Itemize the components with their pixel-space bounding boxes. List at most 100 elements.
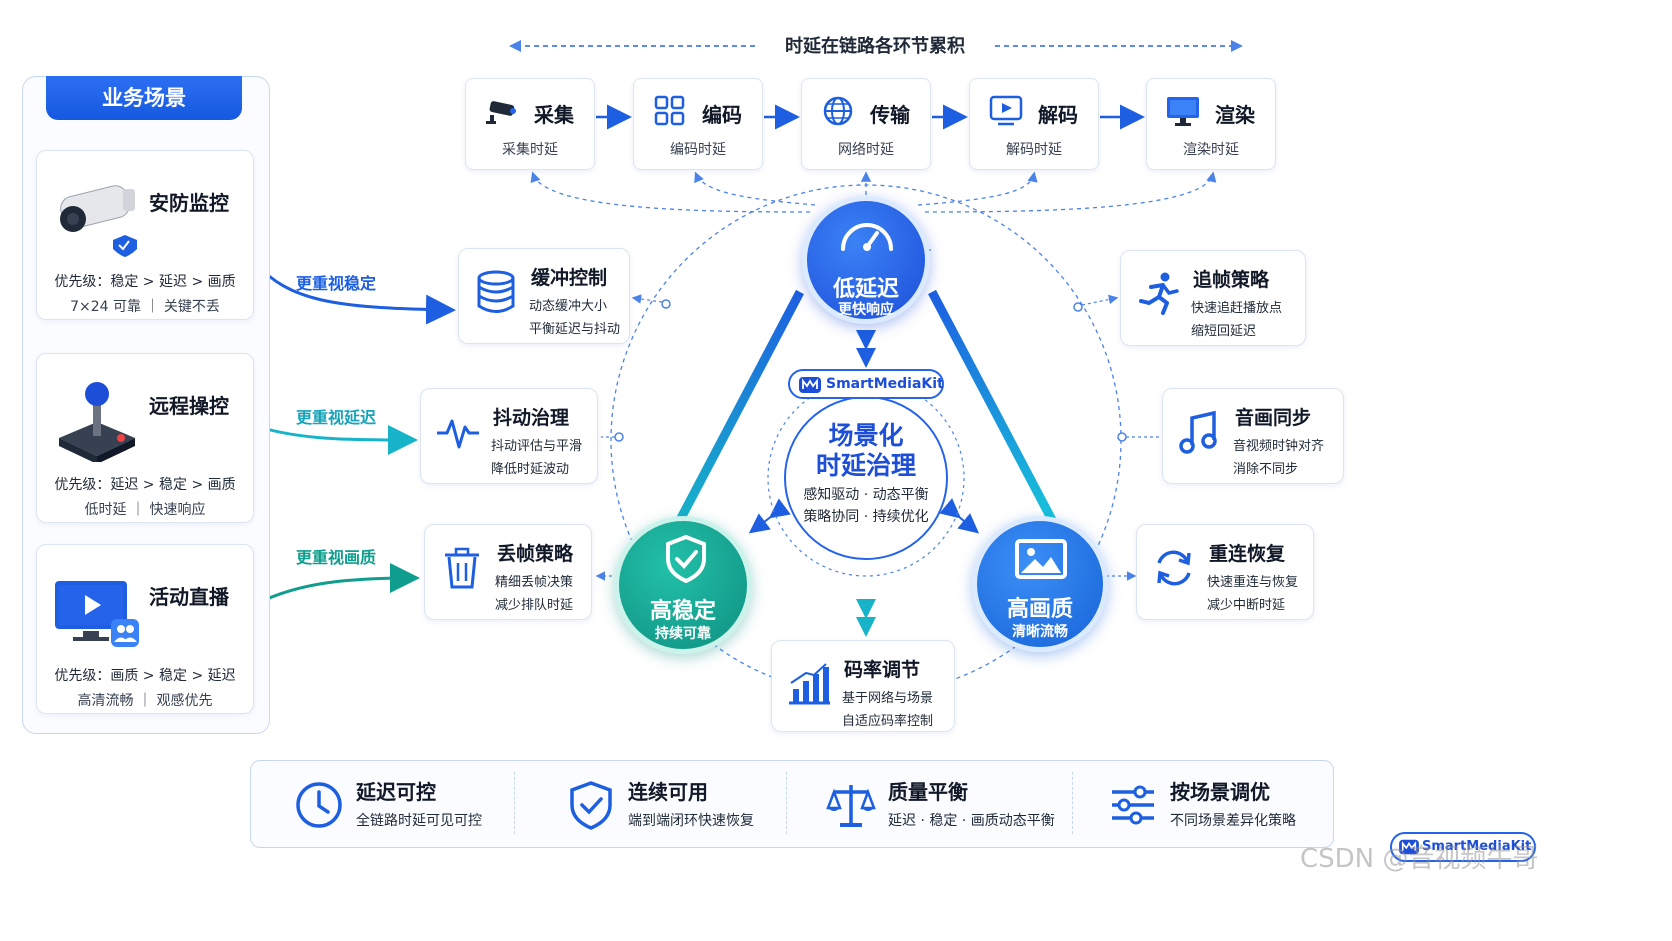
stage-name: 解码 (1038, 103, 1078, 127)
sliders-icon (1112, 785, 1154, 825)
feature-sub: 端到端闭环快速恢复 (628, 813, 754, 829)
strategy-line2: 减少中断时延 (1207, 598, 1286, 613)
strategy-title: 音画同步 (1235, 407, 1312, 429)
core-title-2: 时延治理 (815, 451, 916, 480)
feature-title: 连续可用 (628, 780, 708, 804)
strategy-line1: 快速追赶播放点 (1191, 301, 1283, 316)
strategy-title: 抖动治理 (493, 407, 570, 429)
bar-chart-icon (789, 663, 830, 705)
stage-render[interactable]: 渲染 渲染时延 (1146, 78, 1276, 170)
stage-decode[interactable]: 解码 解码时延 (969, 78, 1099, 170)
database-icon (477, 270, 515, 313)
watermark-text: CSDN @音视频牛哥 (1300, 844, 1539, 874)
stage-transmit[interactable]: 传输 网络时延 (801, 78, 931, 170)
balance-scale-icon (826, 785, 876, 827)
stage-sub: 渲染时延 (1183, 142, 1239, 158)
stage-name: 渲染 (1215, 103, 1255, 127)
stage-name: 传输 (870, 103, 910, 127)
strategy-frame-drop[interactable]: 丢帧策略 精细丢帧决策 减少排队时延 (424, 524, 592, 620)
node-high-stability[interactable]: 高稳定 持续可靠 (614, 516, 752, 654)
node-title: 高画质 (1006, 597, 1073, 622)
node-sub: 持续可靠 (655, 626, 711, 642)
emphasis-latency: 更重视延迟 (296, 408, 377, 427)
scenario-security[interactable]: 安防监控 优先级：稳定 > 延迟 > 画质 7×24 可靠 ｜ 关键不丢 (36, 150, 254, 320)
strategy-line2: 消除不同步 (1233, 462, 1299, 477)
music-note-icon (1179, 410, 1217, 454)
scenario-title: 安防监控 (149, 191, 229, 215)
scenario-priority: 优先级：画质 > 稳定 > 延迟 (54, 668, 236, 684)
trash-icon (445, 547, 479, 589)
strategy-av-sync[interactable]: 音画同步 音视频时钟对齐 消除不同步 (1162, 388, 1344, 484)
image-icon (1015, 539, 1067, 579)
node-sub: 清晰流畅 (1012, 624, 1068, 640)
stage-name: 编码 (702, 103, 742, 127)
strategy-line2: 缩短回延迟 (1191, 324, 1257, 339)
scenario-desc: 7×24 可靠 ｜ 关键不丢 (70, 299, 220, 315)
core-title-1: 场景化 (828, 421, 904, 450)
strategy-buffer[interactable]: 缓冲控制 动态缓冲大小 平衡延迟与抖动 (458, 248, 630, 344)
strategy-line1: 动态缓冲大小 (529, 299, 608, 314)
stage-sub: 编码时延 (670, 142, 726, 158)
strategy-line1: 快速重连与恢复 (1207, 575, 1299, 590)
feature-title: 延迟可控 (356, 780, 436, 804)
node-high-quality[interactable]: 高画质 清晰流畅 (972, 516, 1108, 652)
stage-encode[interactable]: 编码 编码时延 (633, 78, 763, 170)
core-line-1: 感知驱动 · 动态平衡 (803, 487, 929, 503)
stage-sub: 采集时延 (502, 142, 558, 158)
feature-divider (786, 772, 787, 834)
scenario-title: 活动直播 (149, 585, 229, 609)
node-title: 高稳定 (649, 599, 716, 624)
stage-capture[interactable]: 采集 采集时延 (465, 78, 595, 170)
stage-name: 采集 (534, 103, 574, 127)
timeline-label: 时延在链路各环节累积 (760, 32, 990, 58)
scenario-desc: 高清流畅 ｜ 观感优先 (77, 693, 213, 709)
scenario-priority: 优先级：稳定 > 延迟 > 画质 (54, 274, 236, 290)
play-screen-icon (989, 95, 1023, 126)
scenario-desc: 低时延 ｜ 快速响应 (84, 502, 206, 518)
brand-logo-icon (799, 377, 821, 393)
strategy-line1: 精细丢帧决策 (495, 575, 574, 590)
scenario-remote-control[interactable]: 远程操控 优先级：延迟 > 稳定 > 画质 低时延 ｜ 快速响应 (36, 353, 254, 523)
strategy-line1: 抖动评估与平滑 (491, 439, 583, 454)
strategy-line1: 基于网络与场景 (842, 691, 934, 706)
pulse-icon (437, 419, 479, 449)
strategy-frame-catchup[interactable]: 追帧策略 快速追赶播放点 缩短回延迟 (1120, 250, 1306, 346)
scenario-live[interactable]: 活动直播 优先级：画质 > 稳定 > 延迟 高清流畅 ｜ 观感优先 (36, 544, 254, 714)
feature-title: 质量平衡 (888, 780, 968, 804)
watermark-badge-text: SmartMediaKit (1422, 839, 1532, 854)
scenario-priority: 优先级：延迟 > 稳定 > 画质 (54, 477, 236, 493)
feature-divider (1072, 772, 1073, 834)
strategy-line1: 音视频时钟对齐 (1233, 439, 1325, 454)
shield-check-icon (666, 535, 706, 583)
strategy-jitter[interactable]: 抖动治理 抖动评估与平滑 降低时延波动 (420, 388, 598, 484)
strategy-title: 追帧策略 (1193, 269, 1270, 291)
core-circle: 场景化 时延治理 感知驱动 · 动态平衡 策略协同 · 持续优化 (784, 396, 948, 560)
emphasis-stability: 更重视稳定 (296, 274, 377, 293)
grid-icon (654, 95, 685, 126)
running-icon (1139, 272, 1179, 315)
live-monitor-icon (55, 581, 139, 647)
feature-divider (514, 772, 515, 834)
strategy-title: 缓冲控制 (531, 267, 608, 289)
emphasis-quality: 更重视画质 (296, 548, 377, 567)
security-camera-icon (60, 185, 137, 257)
scenario-header: 业务场景 (46, 76, 242, 120)
stage-sub: 网络时延 (838, 142, 894, 158)
strategy-line2: 减少排队时延 (495, 598, 574, 613)
strategy-title: 丢帧策略 (497, 543, 574, 565)
scenario-title: 远程操控 (149, 394, 229, 418)
joystick-icon (59, 382, 135, 462)
node-low-latency[interactable]: 低延迟 更快响应 (802, 196, 930, 324)
strategy-title: 重连恢复 (1209, 543, 1286, 565)
strategy-bitrate[interactable]: 码率调节 基于网络与场景 自适应码率控制 (771, 640, 955, 732)
core-line-2: 策略协同 · 持续优化 (803, 509, 929, 525)
speedometer-icon (841, 223, 893, 251)
strategy-title: 码率调节 (844, 659, 921, 681)
strategy-reconnect[interactable]: 重连恢复 快速重连与恢复 减少中断时延 (1136, 524, 1314, 620)
strategy-line2: 降低时延波动 (491, 462, 570, 477)
brand-text: SmartMediaKit (826, 376, 944, 392)
node-sub: 更快响应 (838, 302, 894, 318)
feature-sub: 不同场景差异化策略 (1170, 813, 1296, 829)
feature-sub: 延迟 · 稳定 · 画质动态平衡 (888, 813, 1055, 829)
clock-icon (296, 782, 342, 828)
